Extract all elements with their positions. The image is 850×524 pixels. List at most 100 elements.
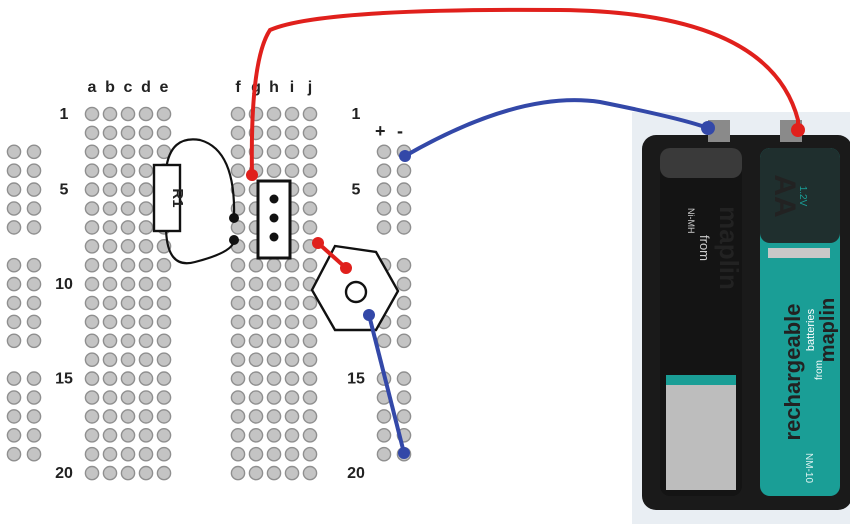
lead-endpoint (229, 235, 239, 245)
breadboard-hole (156, 446, 172, 462)
breadboard-hole (248, 465, 264, 481)
rail-hole (376, 163, 392, 178)
rail-hole (6, 220, 22, 235)
cell-right-sub: batteries (805, 308, 817, 351)
breadboard-hole (120, 314, 136, 330)
blue-wire-end (701, 121, 715, 135)
breadboard-hole (230, 276, 246, 292)
rail-minus-label: - (397, 121, 403, 141)
blue-wire-end (399, 150, 411, 162)
breadboard-hole (248, 333, 264, 349)
rail-hole (26, 182, 42, 197)
column-label: h (269, 79, 279, 96)
resistor-body (152, 163, 182, 233)
breadboard-hole (102, 125, 118, 141)
breadboard-hole (302, 333, 318, 349)
breadboard-hole (266, 295, 282, 311)
rail-hole (6, 201, 22, 216)
breadboard-hole (102, 465, 118, 481)
breadboard-hole (302, 220, 318, 235)
breadboard-hole (138, 314, 154, 330)
breadboard-hole (120, 201, 136, 216)
cell-left-type: Ni-MH (686, 208, 696, 234)
breadboard-hole (138, 182, 154, 197)
breadboard-hole (248, 390, 264, 405)
breadboard-hole (248, 427, 264, 443)
breadboard-hole (266, 371, 282, 386)
breadboard-hole (284, 465, 300, 481)
row-label-left: 10 (55, 276, 73, 293)
breadboard-hole (84, 465, 100, 481)
breadboard-hole (138, 238, 154, 254)
breadboard-hole (84, 238, 100, 254)
breadboard-hole (284, 106, 300, 122)
breadboard-hole (284, 409, 300, 424)
breadboard-hole (120, 182, 136, 197)
breadboard-hole (120, 220, 136, 235)
breadboard-hole (248, 409, 264, 424)
rail-hole (26, 163, 42, 178)
breadboard-hole (156, 371, 172, 386)
breadboard-hole (302, 295, 318, 311)
breadboard-hole (102, 220, 118, 235)
component-pin (269, 194, 279, 204)
row-label-right: 15 (347, 371, 365, 388)
rail-hole (396, 163, 412, 178)
breadboard-hole (230, 333, 246, 349)
hexagon-component (310, 244, 400, 332)
breadboard-hole (138, 390, 154, 405)
rail-hole (6, 446, 22, 462)
red-wire-end (246, 169, 258, 181)
lead-endpoint (229, 213, 239, 223)
breadboard-hole (230, 295, 246, 311)
breadboard-hole (120, 238, 136, 254)
breadboard-hole (84, 182, 100, 197)
breadboard-hole (302, 427, 318, 443)
rail-hole (26, 371, 42, 386)
rail-hole (6, 163, 22, 178)
breadboard-hole (156, 257, 172, 273)
breadboard-hole (84, 257, 100, 273)
breadboard-hole (266, 352, 282, 368)
rail-hole (376, 333, 392, 349)
breadboard-hole (84, 371, 100, 386)
breadboard-hole (120, 390, 136, 405)
blue-wire-end (398, 447, 410, 459)
rail-hole (26, 390, 42, 405)
breadboard-hole (120, 163, 136, 178)
cell-right-brand: maplin (817, 298, 839, 362)
breadboard-hole (102, 276, 118, 292)
rail-hole (6, 427, 22, 443)
breadboard-hole (138, 446, 154, 462)
cell-right-from: from (814, 360, 825, 380)
breadboard-hole (248, 295, 264, 311)
cell-right-voltage: 1.2V (797, 186, 808, 207)
breadboard-hole (284, 276, 300, 292)
breadboard-hole (266, 144, 282, 160)
rail-hole (396, 257, 412, 273)
rail-hole (376, 446, 392, 462)
rail-hole (6, 371, 22, 386)
rail-hole (6, 333, 22, 349)
breadboard-hole (156, 352, 172, 368)
breadboard-hole (230, 409, 246, 424)
rail-hole (26, 333, 42, 349)
column-label: e (160, 79, 169, 96)
breadboard-hole (102, 257, 118, 273)
breadboard-hole (138, 371, 154, 386)
rail-hole (26, 220, 42, 235)
breadboard-hole (302, 201, 318, 216)
resistor-label: R1 (169, 188, 186, 207)
rail-hole (6, 314, 22, 330)
breadboard-hole (230, 371, 246, 386)
breadboard-hole (284, 125, 300, 141)
rail-hole (26, 257, 42, 273)
row-label-left: 1 (60, 106, 69, 123)
breadboard-hole (84, 144, 100, 160)
rail-hole (396, 371, 412, 386)
breadboard-hole (156, 125, 172, 141)
breadboard-hole (138, 352, 154, 368)
breadboard-hole (120, 465, 136, 481)
breadboard-hole (230, 465, 246, 481)
